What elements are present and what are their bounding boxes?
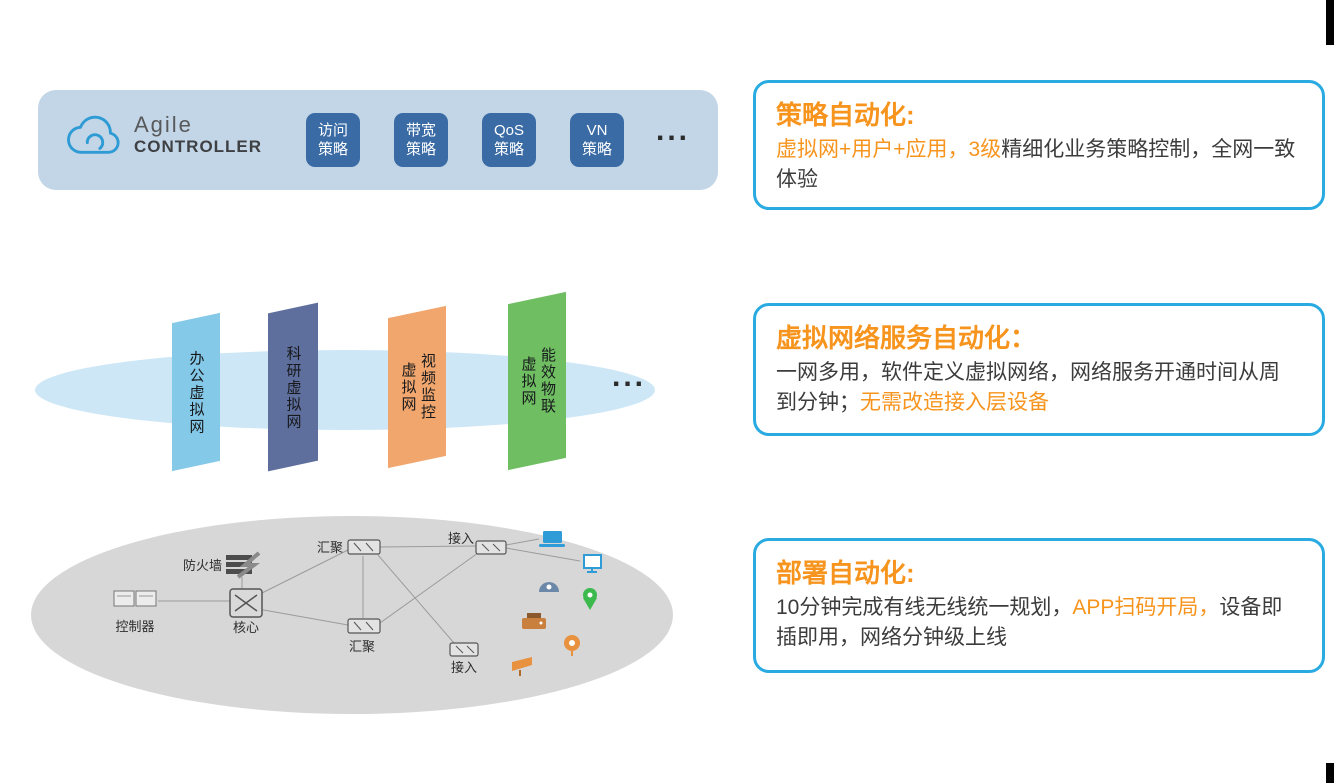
vn-pane-research: 科研虚拟网 [268,302,318,472]
callout-body: 10分钟完成有线无线统一规划，APP扫码开局，设备即插即用，网络分钟级上线 [776,593,1296,653]
brand-text: Agile CONTROLLER [134,112,262,157]
printer-icon [522,613,546,629]
monitor-icon [583,554,602,573]
policy-chip-row: 访问 策略 带宽 策略 QoS 策略 VN 策略 [306,113,624,167]
pane-line1: 能效物联 [538,347,556,415]
access-switch-top-icon [475,540,507,555]
controller-bar: Agile CONTROLLER 访问 策略 带宽 策略 QoS 策略 VN 策… [38,90,718,190]
dome-camera-icon [539,582,559,592]
chip-line2: 策略 [493,141,524,158]
vn-pane-video-surveillance: 视频监控 虚拟网 [388,305,446,469]
brand-name-bottom: CONTROLLER [134,136,263,156]
aggregation-top-label: 汇聚 [317,540,343,555]
callout-virtual-network-service-automation: 虚拟网络服务自动化： 一网多用，软件定义虚拟网络，网络服务开通时间从周到分钟；无… [753,303,1325,436]
aggregation-bottom-label: 汇聚 [349,639,375,654]
edge-artifact-bottom [1326,763,1334,783]
agile-controller-logo: Agile CONTROLLER [64,108,262,160]
vn-pane-label: 能效物联 虚拟网 [518,347,557,415]
brand-name-top: Agile [134,111,193,137]
chip-line1: 访问 [317,121,348,139]
pane-line2: 虚拟网 [399,361,416,413]
cloud-icon [67,115,120,154]
access-switch-bottom-icon [449,642,479,657]
chip-line2: 策略 [581,141,612,158]
callout-policy-automation: 策略自动化: 虚拟网+用户+应用，3级精细化业务策略控制，全网一致体验 [753,80,1325,210]
pane-line1: 办公虚拟网 [187,349,205,435]
physical-network-diagram: 控制器 防火墙 核心 汇聚 汇聚 [31,516,673,714]
vn-pane-label: 视频监控 虚拟网 [398,353,437,421]
chip-line2: 策略 [405,141,436,158]
core-label: 核心 [233,620,259,635]
callout-text-segment: 一网多用，软件定义虚拟网络，网络服务开通时间从周到分钟； [776,361,1280,414]
virtual-networks-ellipsis: ... [612,360,647,393]
firewall-label: 防火墙 [183,558,222,573]
callout-title: 虚拟网络服务自动化： [776,323,1037,353]
cctv-camera-icon [512,657,532,676]
callout-title: 策略自动化: [776,100,915,130]
callout-text-segment: 10分钟完成有线无线统一规划， [776,596,1073,619]
controller-icon [113,590,157,607]
edge-artifact-top [1326,0,1334,45]
callout-title: 部署自动化: [776,558,915,588]
access-bottom-label: 接入 [451,660,477,675]
laptop-icon [539,531,565,547]
firewall-icon [226,551,261,579]
policy-chip-qos: QoS 策略 [482,113,536,167]
vn-pane-office: 办公虚拟网 [172,312,220,472]
chip-line1: 带宽 [405,121,436,139]
callout-body: 一网多用，软件定义虚拟网络，网络服务开通时间从周到分钟；无需改造接入层设备 [776,358,1296,418]
access-top-label: 接入 [448,531,474,546]
chip-line1: QoS [493,121,524,139]
chip-line2: 策略 [317,141,348,158]
vn-pane-label: 办公虚拟网 [186,350,206,435]
vn-pane-energy-iot: 能效物联 虚拟网 [508,291,566,471]
controller-label: 控制器 [115,619,154,634]
callout-text-segment: 精细化业务策略控制，全网一致体验 [776,138,1296,191]
policy-chip-vn: VN 策略 [570,113,624,167]
pane-line2: 虚拟网 [519,355,536,407]
webcam-icon [564,635,580,656]
aggregation-switch-bottom-icon [347,618,381,634]
policies-ellipsis: ... [656,114,691,147]
vn-pane-label: 科研虚拟网 [283,345,303,430]
callout-body: 虚拟网+用户+应用，3级精细化业务策略控制，全网一致体验 [776,135,1296,195]
chip-line1: VN [586,121,608,139]
location-pin-icon [583,588,597,610]
policy-chip-bandwidth: 带宽 策略 [394,113,448,167]
core-switch-icon [229,588,263,618]
pane-line1: 科研虚拟网 [284,344,302,430]
policy-chip-access: 访问 策略 [306,113,360,167]
callout-text-segment: 虚拟网+用户+应用，3级 [776,138,1002,161]
callout-text-segment: 设备即插即用，网络分钟级上线 [776,596,1283,649]
callout-deployment-automation: 部署自动化: 10分钟完成有线无线统一规划，APP扫码开局，设备即插即用，网络分… [753,538,1325,673]
aggregation-switch-top-icon [347,539,381,555]
network-links [158,538,581,644]
callout-text-segment: APP扫码开局， [1072,596,1220,619]
callout-text-segment: 无需改造接入层设备 [860,390,1049,414]
pane-line1: 视频监控 [418,353,436,421]
